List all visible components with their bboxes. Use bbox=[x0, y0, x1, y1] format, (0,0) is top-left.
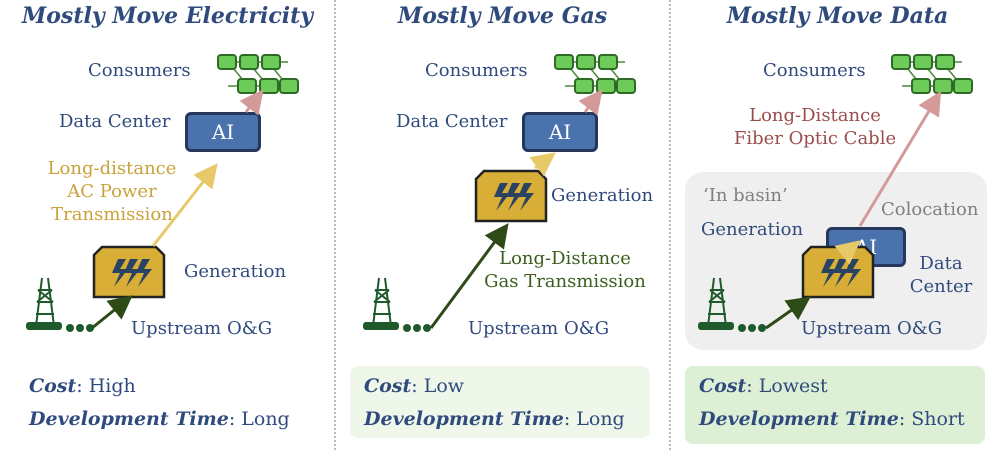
panel-gas: Mostly Move Gas Consumers Data Center AI… bbox=[335, 0, 670, 450]
cost-line: Cost: Low bbox=[364, 375, 465, 397]
flow-arrows bbox=[91, 89, 264, 330]
cost-highlight-box bbox=[350, 366, 650, 438]
panel-divider bbox=[669, 0, 671, 450]
consumers-network-icon bbox=[217, 54, 299, 94]
cost-highlight-box bbox=[685, 366, 985, 444]
development-time-line: Development Time: Long bbox=[29, 408, 290, 430]
flow-arrows bbox=[429, 89, 603, 329]
panel-title: Mostly Move Gas bbox=[397, 3, 608, 29]
fiber-optic-arrow bbox=[858, 90, 942, 227]
power-arrow bbox=[529, 152, 556, 177]
oil-rig-icon bbox=[26, 277, 94, 332]
power-transmission-arrow bbox=[151, 163, 218, 247]
generation-plant-icon bbox=[92, 245, 166, 299]
data-center-label: Data Center bbox=[59, 111, 171, 132]
ai-box: AI bbox=[522, 112, 598, 152]
panel-title: Mostly Move Data bbox=[726, 3, 949, 29]
panel-divider bbox=[334, 0, 336, 450]
gas-transmission-label: Long-Distance Gas Transmission bbox=[484, 248, 646, 292]
panel-title: Mostly Move Electricity bbox=[21, 3, 314, 29]
consumers-label: Consumers bbox=[425, 60, 528, 81]
panel-electricity: Mostly Move Electricity Consumers Data C… bbox=[0, 0, 335, 450]
fiber-optic-label: Long-Distance Fiber Optic Cable bbox=[733, 105, 897, 149]
data-center-label: Data Center bbox=[909, 253, 973, 297]
data-center-label: Data Center bbox=[396, 111, 508, 132]
generation-label: Generation bbox=[551, 185, 654, 206]
consumers-network-icon bbox=[891, 54, 973, 94]
upstream-label: Upstream O&G bbox=[131, 318, 273, 339]
upstream-label: Upstream O&G bbox=[801, 318, 943, 339]
upstream-label: Upstream O&G bbox=[468, 318, 610, 339]
generation-label: Generation bbox=[184, 261, 287, 282]
gas-arrow bbox=[91, 295, 133, 330]
development-time-line: Development Time: Long bbox=[364, 408, 625, 430]
consumers-label: Consumers bbox=[763, 60, 866, 81]
ai-box: AI bbox=[185, 112, 261, 152]
oil-rig-icon bbox=[363, 277, 431, 332]
oil-rig-icon bbox=[698, 277, 766, 332]
cost-line: Cost: Lowest bbox=[699, 375, 828, 397]
gas-transmission-arrow bbox=[429, 223, 509, 329]
development-time-line: Development Time: Short bbox=[699, 408, 965, 430]
generation-label: Generation bbox=[701, 219, 804, 240]
power-arrow bbox=[834, 240, 861, 265]
colocation-label: Colocation bbox=[881, 199, 979, 220]
panel-data: Mostly Move Data Consumers Long-Distance… bbox=[670, 0, 1005, 450]
cost-line: Cost: High bbox=[29, 375, 136, 397]
in-basin-label: ‘In basin’ bbox=[703, 185, 788, 206]
flow-arrows bbox=[765, 90, 942, 330]
consumer-arrow bbox=[578, 89, 603, 116]
generation-plant-icon bbox=[474, 169, 548, 223]
consumer-arrow bbox=[239, 89, 264, 116]
gas-arrow bbox=[765, 296, 811, 330]
transmission-label: Long-distance AC Power Transmission bbox=[47, 158, 177, 225]
consumers-label: Consumers bbox=[88, 60, 191, 81]
